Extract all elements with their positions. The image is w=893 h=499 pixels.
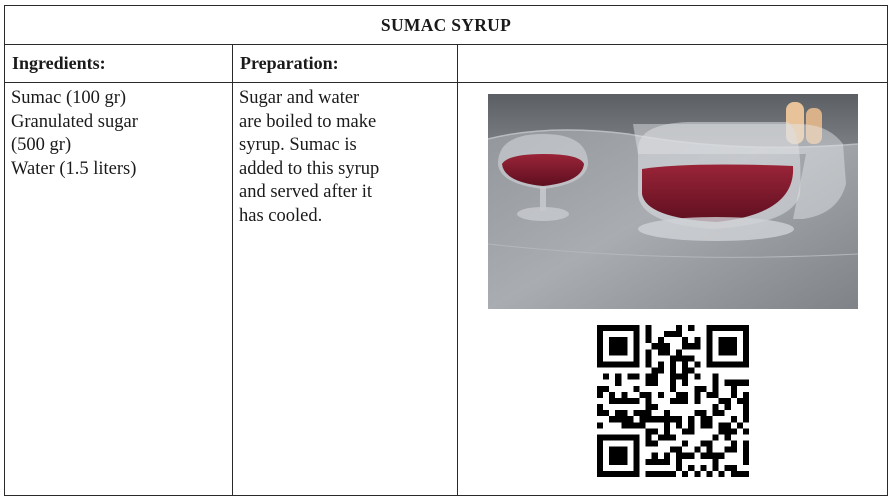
recipe-title: SUMAC SYRUP — [3, 5, 889, 45]
preparation-line: and served after it — [239, 182, 373, 202]
media-cell — [456, 82, 889, 496]
preparation-line: syrup. Sumac is — [239, 135, 357, 155]
ingredients-cell: Sumac (100 gr) Granulated sugar (500 gr)… — [4, 82, 233, 496]
title-row: SUMAC SYRUP — [3, 5, 889, 45]
sumac-syrup-photo — [487, 94, 858, 309]
ingredient-line: Water (1.5 liters) — [11, 158, 137, 179]
ingredient-line: Sumac (100 gr) — [11, 88, 127, 108]
preparation-line: Sugar and water — [239, 88, 360, 108]
preparation-line: added to this syrup — [239, 158, 380, 179]
blank-header — [456, 44, 889, 83]
preparation-line: are boiled to make — [239, 111, 377, 132]
preparation-line: has cooled. — [239, 205, 323, 226]
ingredient-line: (500 gr) — [11, 135, 72, 155]
header-row: Ingredients: Preparation: — [4, 44, 889, 83]
ingredient-line: Granulated sugar — [11, 111, 138, 132]
qr-code-icon — [596, 325, 749, 477]
content-row: Sumac (100 gr) Granulated sugar (500 gr)… — [4, 82, 889, 496]
recipe-table: SUMAC SYRUP Ingredients: Preparation: Su… — [3, 5, 889, 496]
ingredients-header: Ingredients: — [4, 44, 233, 83]
preparation-cell: Sugar and water are boiled to make syrup… — [232, 82, 458, 496]
preparation-header: Preparation: — [232, 44, 458, 83]
